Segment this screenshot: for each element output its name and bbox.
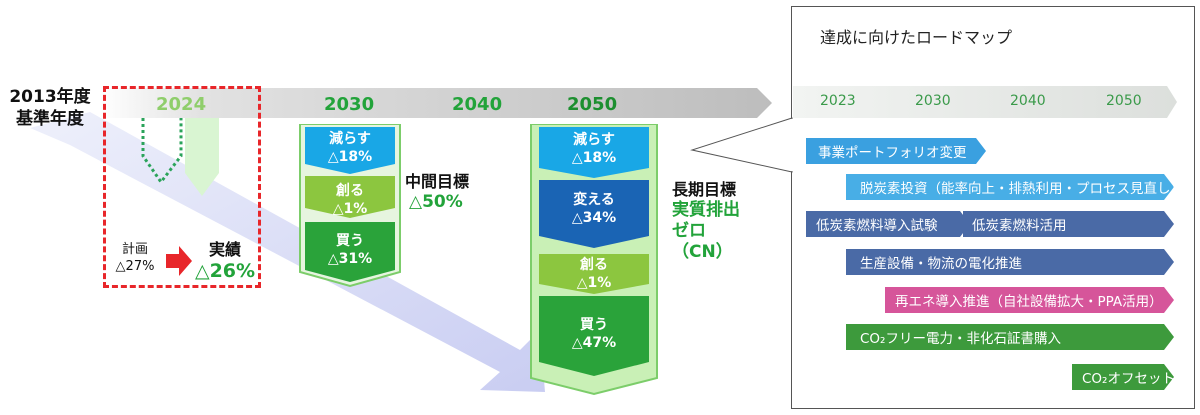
roadmap-bar-label-decarb-invest: 脱炭素投資（能率向上・排熱利用・プロセス見直し） [860,181,1184,197]
roadmap-bar-label-co2-offset: CO₂オフセット [1082,371,1175,387]
fy2030-goal-title: 中間目標 [405,172,470,191]
seg-value: △31% [327,251,373,267]
fy2030-column-bg [299,124,401,288]
roadmap-bar-renewable [885,287,1174,313]
roadmap-bar-portfolio [806,138,986,164]
roadmap-year-2040: 2040 [1010,93,1046,109]
roadmap-bar-label-renewable: 再エネ導入推進（自社設備拡大・PPA活用） [895,294,1163,310]
base-year-label: 2013年度 基準年度 [2,86,98,130]
seg-label: 創る [580,257,608,273]
base-year-line2: 基準年度 [16,109,84,129]
fy2024-plan-value: △27% [115,259,155,274]
fy2030-goal-value: △50% [409,192,463,212]
roadmap-bar-co2-offset [1072,364,1174,390]
roadmap-bar-label-portfolio: 事業ポートフォリオ変更 [818,145,967,161]
fy2050-goal-line1: 実質排出 [672,200,740,220]
fy2024-plan-label: 計画 [121,242,148,257]
fy2050-goal-title: 長期目標 [672,180,737,199]
fy2050-seg-create: 創る △1% [539,256,649,292]
fy2024-actual-value: △26% [194,260,256,282]
diagonal-trend-arrow [30,88,772,392]
seg-value: △1% [332,201,368,217]
roadmap-bar-label-lowcarbon-test: 低炭素燃料導入試験 [816,218,938,234]
fy2050-goal-line3: （CN） [672,242,733,262]
roadmap-bar-label-lowcarbon-use: 低炭素燃料活用 [972,218,1067,234]
roadmap-year-2030: 2030 [915,93,951,109]
timeline-year-2040: 2040 [452,94,503,115]
seg-label: 買う [336,233,364,249]
seg-label: 買う [580,317,608,333]
timeline-year-2030: 2030 [324,94,375,115]
fy2050-seg-buy: 買う △47% [539,316,649,356]
seg-label: 変える [573,192,615,208]
fy2030-goal: 中間目標 △50% [405,168,469,212]
seg-label: 減らす [329,131,371,147]
fy2050-seg-change: 変える △34% [539,191,649,227]
roadmap-bar-co2free-power [846,324,1174,350]
fy2050-column-bg [530,124,658,396]
roadmap-bar-lowcarbon-use [963,211,1174,237]
seg-value: △1% [576,275,612,291]
roadmap-year-2050: 2050 [1106,93,1142,109]
seg-value: △18% [571,150,617,166]
timeline-year-2050: 2050 [567,94,618,115]
seg-value: △18% [327,149,373,165]
fy2024-plan-arrow [141,118,219,196]
fy2050-goal-line2: ゼロ [672,221,706,241]
roadmap-timeline-arrow [793,86,1177,118]
fy2030-seg-reduce: 減らす △18% [305,130,395,166]
seg-value: △47% [571,335,617,351]
roadmap-bar-label-co2free-power: CO₂フリー電力・非化石証書購入 [860,331,1061,347]
roadmap-bar-electrification [846,249,1174,275]
fy2024-plan-box [103,86,261,288]
fy2030-seg-create: 創る △1% [305,182,395,218]
fy2024-actual: 実績 △26% [190,236,260,282]
fy2050-seg-reduce: 減らす △18% [539,131,649,167]
fy2030-seg-buy: 買う △31% [305,232,395,272]
roadmap-title: 達成に向けたロードマップ [820,28,1013,47]
timeline-year-2024: 2024 [156,94,207,115]
roadmap-year-2023: 2023 [820,93,856,109]
fy2024-actual-label: 実績 [208,240,241,259]
roadmap-bar-lowcarbon-test [806,211,970,237]
seg-label: 減らす [573,132,615,148]
seg-value: △34% [571,210,617,226]
seg-label: 創る [336,183,364,199]
fy2024-plan: 計画 △27% [106,241,164,275]
roadmap-bar-decarb-invest [846,174,1174,200]
red-right-arrow-icon [166,246,192,276]
roadmap-bar-label-electrification: 生産設備・物流の電化推進 [860,256,1022,272]
base-year-line1: 2013年度 [9,87,91,107]
fy2050-goal: 長期目標 実質排出 ゼロ （CN） [672,176,740,263]
roadmap-callout-pointer [690,117,794,173]
